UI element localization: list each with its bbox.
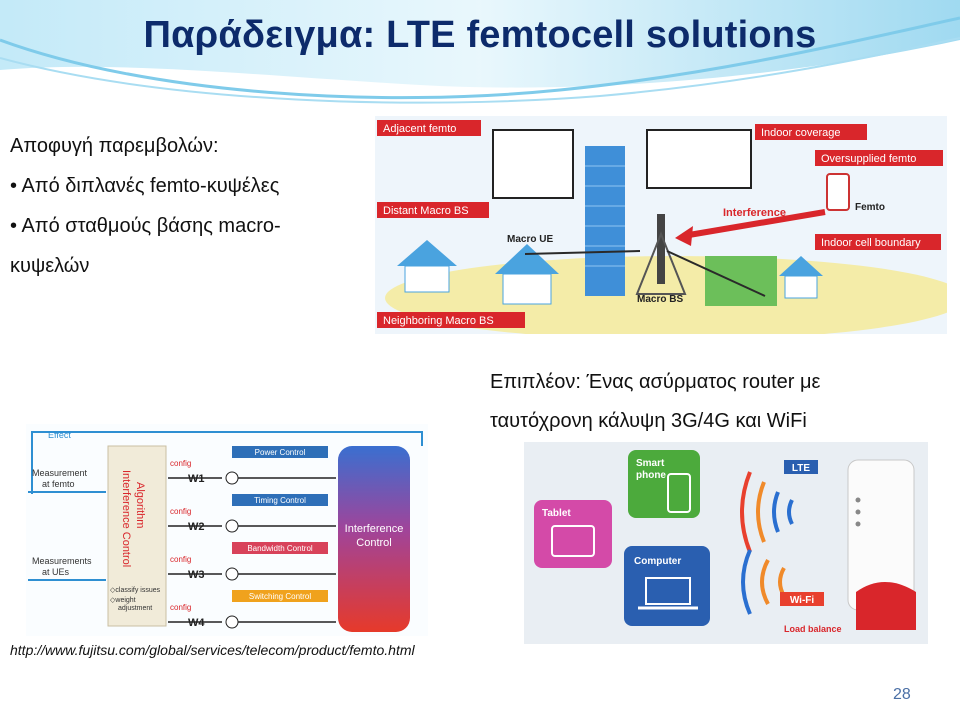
- bullet-item: • Από διπλανές femto-κυψέλες: [10, 175, 280, 197]
- config-label: config: [170, 603, 191, 612]
- computer-label: Computer: [634, 556, 681, 567]
- bandwidth-control-label: Bandwidth Control: [247, 544, 313, 553]
- algorithm-line1: Interference Control: [120, 470, 132, 567]
- label-distant-macro-bs: Distant Macro BS: [383, 205, 469, 217]
- bullet-heading: Αποφυγή παρεμβολών:: [10, 135, 219, 157]
- measurement-femto-line1: Measurement: [32, 468, 88, 478]
- weight-label: W4: [188, 617, 205, 629]
- control-row: config W4 Switching Control: [168, 590, 336, 629]
- label-adjacent-femto: Adjacent femto: [383, 123, 456, 135]
- output-line2: Control: [356, 537, 391, 549]
- extra-note-line: Επιπλέον: Ένας ασύρματος router με: [490, 371, 821, 393]
- measurements-ues-line1: Measurements: [32, 556, 92, 566]
- laptop-icon: [645, 577, 691, 605]
- smartphone-icon: [667, 473, 691, 513]
- label-indoor-cell-boundary: Indoor cell boundary: [821, 237, 921, 249]
- control-row: config W2 Timing Control: [168, 494, 336, 533]
- bullet-item: • Από σταθμούς βάσης macro-: [10, 215, 281, 237]
- config-label: config: [170, 507, 191, 516]
- effect-label: Effect: [48, 430, 71, 440]
- label-macro-ue: Macro UE: [507, 234, 553, 245]
- measurement-femto-line2: at femto: [42, 479, 75, 489]
- note-classify: ◇classify issues: [110, 587, 161, 594]
- extra-note: Επιπλέον: Ένας ασύρματος router με ταυτό…: [490, 363, 930, 441]
- source-url: http://www.fujitsu.com/global/services/t…: [10, 642, 415, 658]
- wireless-router-figure: Smart phone Tablet Computer LTE Wi-Fi Lo…: [524, 442, 928, 644]
- lte-label: LTE: [792, 463, 810, 474]
- weight-label: W3: [188, 569, 205, 581]
- label-femto: Femto: [855, 202, 885, 213]
- control-row: config W3 Bandwidth Control: [168, 542, 336, 581]
- weight-label: W1: [188, 473, 205, 485]
- measurements-ues-line2: at UEs: [42, 567, 70, 577]
- output-line1: Interference: [345, 523, 404, 535]
- slide-title: Παράδειγμα: LTE femtocell solutions: [143, 14, 817, 56]
- interference-control-diagram: Effect Measurement at femto Measurements…: [26, 424, 428, 636]
- label-indoor-coverage: Indoor coverage: [761, 127, 841, 139]
- label-interference: Interference: [723, 207, 786, 219]
- network-interference-figure: Adjacent femto Indoor coverage Oversuppl…: [375, 116, 947, 334]
- tablet-label: Tablet: [542, 508, 571, 519]
- page-number: 28: [893, 686, 911, 703]
- tablet-icon: [551, 525, 595, 557]
- extra-note-line: ταυτόχρονη κάλυψη 3G/4G και WiFi: [490, 410, 807, 432]
- load-balance-label: Load balance: [784, 624, 842, 634]
- wifi-label: Wi-Fi: [790, 595, 815, 606]
- note-weight: ◇weight: [110, 597, 136, 604]
- power-control-label: Power Control: [255, 448, 306, 457]
- config-label: config: [170, 555, 191, 564]
- weight-label: W2: [188, 521, 205, 533]
- label-macro-bs: Macro BS: [637, 294, 683, 305]
- algorithm-line2: Algorithm: [134, 482, 146, 528]
- label-oversupplied-femto: Oversupplied femto: [821, 153, 916, 165]
- note-adjustment: adjustment: [118, 605, 152, 612]
- switching-control-label: Switching Control: [249, 592, 311, 601]
- smartphone-line1: Smart: [636, 458, 665, 469]
- header-wave-decoration: [0, 0, 960, 104]
- config-label: config: [170, 459, 191, 468]
- control-row: config W1 Power Control: [168, 446, 336, 485]
- timing-control-label: Timing Control: [254, 496, 306, 505]
- bullet-list: Αποφυγή παρεμβολών: • Από διπλανές femto…: [10, 126, 365, 286]
- smartphone-line2: phone: [636, 470, 666, 481]
- label-neighboring-macro-bs: Neighboring Macro BS: [383, 315, 494, 327]
- signal-waves-icon: [740, 471, 794, 615]
- bullet-item-continuation: κυψελών: [10, 255, 90, 277]
